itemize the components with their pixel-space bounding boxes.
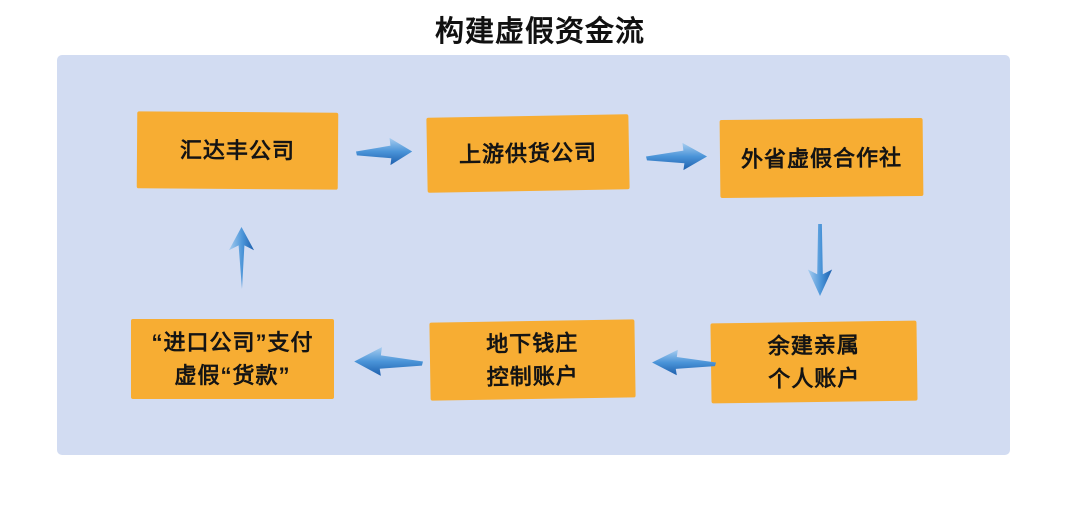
node-huidafeng-company: 汇达丰公司	[136, 111, 339, 190]
arrow-right-icon	[356, 137, 413, 166]
node-label: 汇达丰公司	[179, 137, 296, 164]
node-underground-bank-account: 地下钱庄 控制账户	[429, 319, 636, 401]
node-label: 虚假“货款”	[174, 363, 291, 388]
node-label: 上游供货公司	[458, 139, 598, 168]
node-relatives-personal-account: 余建亲属 个人账户	[710, 320, 918, 404]
arrow-left-icon	[652, 349, 716, 376]
node-label: 控制账户	[486, 363, 579, 390]
node-label: 外省虚假合作社	[740, 144, 903, 172]
node-out-province-fake-coop: 外省虚假合作社	[719, 117, 924, 199]
node-label: 个人账户	[768, 365, 861, 392]
node-import-company-fake-payment: “进口公司”支付 虚假“货款”	[131, 319, 334, 399]
diagram-title: 构建虚假资金流	[434, 16, 645, 48]
arrow-left-icon	[354, 347, 423, 376]
node-label: “进口公司”支付	[151, 330, 314, 355]
arrow-right-icon	[646, 142, 708, 171]
arrow-down-icon	[807, 224, 833, 296]
arrow-up-icon	[228, 227, 255, 290]
node-label: 地下钱庄	[486, 330, 579, 357]
node-upstream-supplier-company: 上游供货公司	[426, 114, 630, 193]
node-label: 余建亲属	[767, 332, 860, 359]
